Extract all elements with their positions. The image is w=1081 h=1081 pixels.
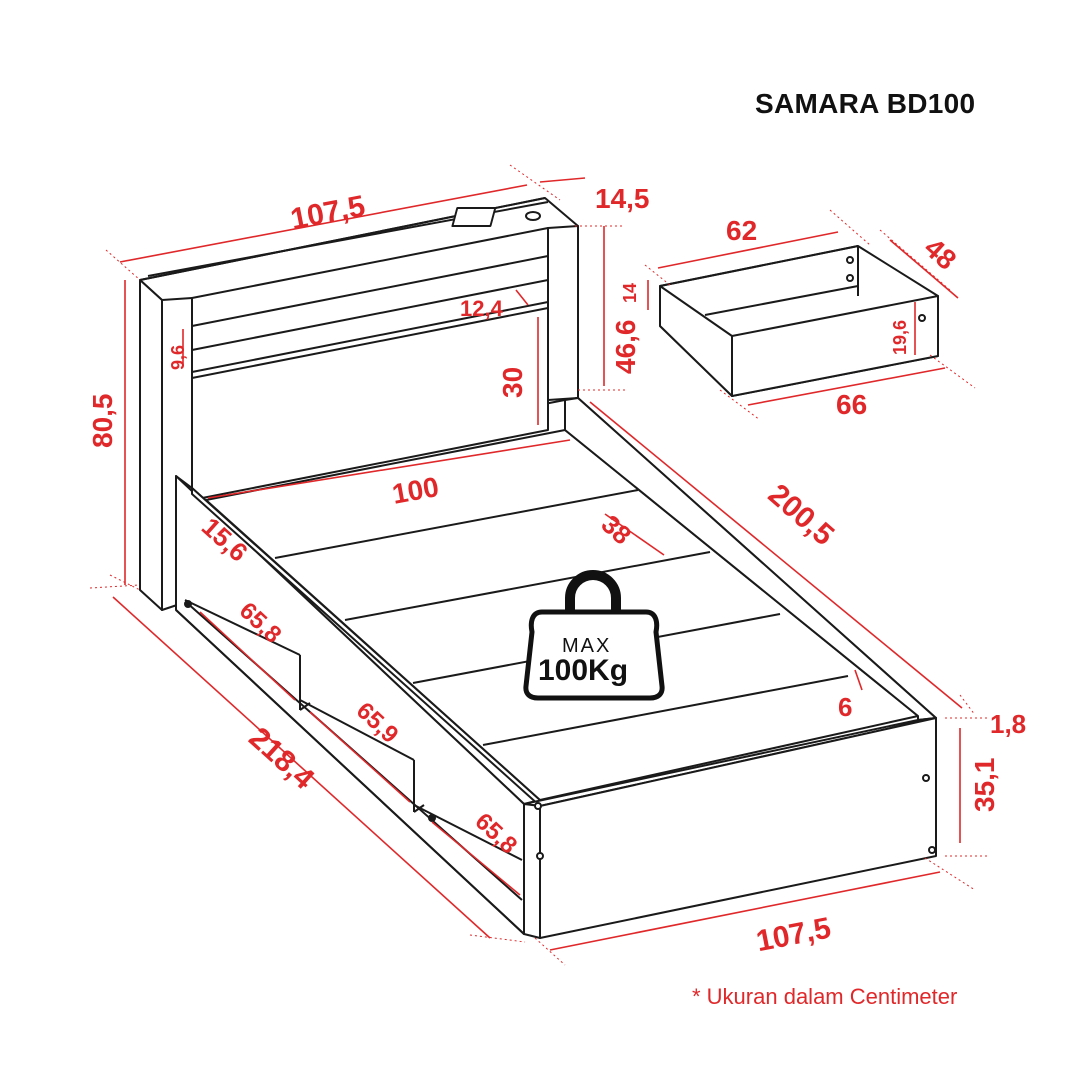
unit-note: * Ukuran dalam Centimeter xyxy=(692,984,958,1009)
dim-footboard-height: 35,1 xyxy=(969,758,1000,813)
dim-headboard-board: 30 xyxy=(497,367,528,398)
dim-drawer-front-width: 66 xyxy=(836,389,867,420)
dim-total-height: 80,5 xyxy=(87,394,118,449)
dim-inner-length: 200,5 xyxy=(762,478,840,552)
dim-shelf-height: 9,6 xyxy=(168,345,188,370)
footboard xyxy=(523,717,937,939)
dim-drawer-front-height: 19,6 xyxy=(890,320,910,355)
dim-rail-offset: 6 xyxy=(838,692,852,722)
dim-drawer-width: 62 xyxy=(726,215,757,246)
dim-shelf-gap: 12,4 xyxy=(460,296,504,321)
product-title: SAMARA BD100 xyxy=(755,88,976,119)
dim-headboard-width: 107,5 xyxy=(288,190,368,237)
left-side-rail xyxy=(175,475,541,935)
weight-label-value: 100Kg xyxy=(538,654,628,687)
dim-headboard-depth: 14,5 xyxy=(595,183,650,214)
drawer xyxy=(659,245,939,397)
dimension-lines xyxy=(112,177,963,951)
dim-drawer-height: 14 xyxy=(620,283,640,303)
dim-footboard-width: 107,5 xyxy=(754,912,834,959)
bed-outline xyxy=(139,197,579,611)
weight-icon: MAX 100Kg xyxy=(523,570,665,701)
dim-footboard-thickness: 1,8 xyxy=(990,709,1026,739)
extension-lines xyxy=(89,164,990,966)
weight-label-max: MAX xyxy=(562,635,611,657)
dim-headboard-panel-height: 46,6 xyxy=(610,320,641,375)
